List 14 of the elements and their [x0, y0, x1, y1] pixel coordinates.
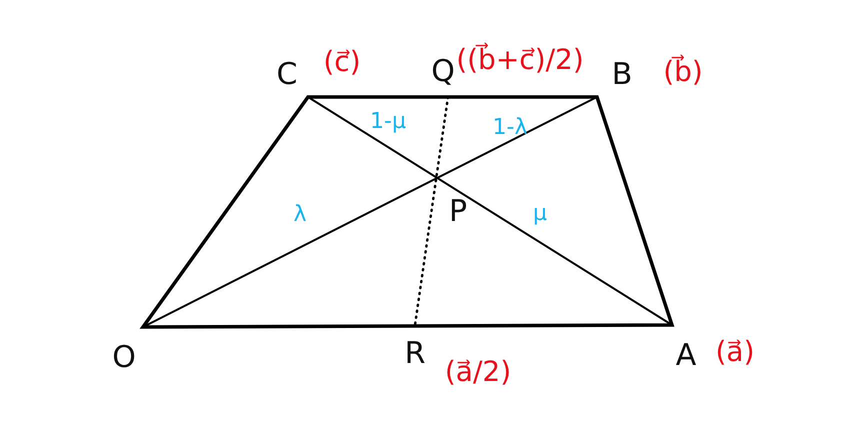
vector-label: (a⃗): [716, 338, 754, 366]
vector-label: (c⃗): [323, 48, 361, 76]
ratio-label: λ: [293, 204, 307, 226]
point-label: A: [676, 341, 696, 371]
point-label: P: [448, 197, 468, 227]
point-label: Q: [431, 57, 455, 87]
ratio-label: 1-λ: [492, 117, 528, 139]
point-label: B: [612, 60, 632, 90]
point-label: C: [276, 60, 298, 90]
ratio-label: 1-μ: [370, 111, 406, 133]
vector-label: (a⃗/2): [444, 358, 512, 386]
point-label: O: [112, 343, 136, 373]
ratio-label: μ: [533, 203, 547, 225]
point-label: R: [404, 339, 426, 369]
